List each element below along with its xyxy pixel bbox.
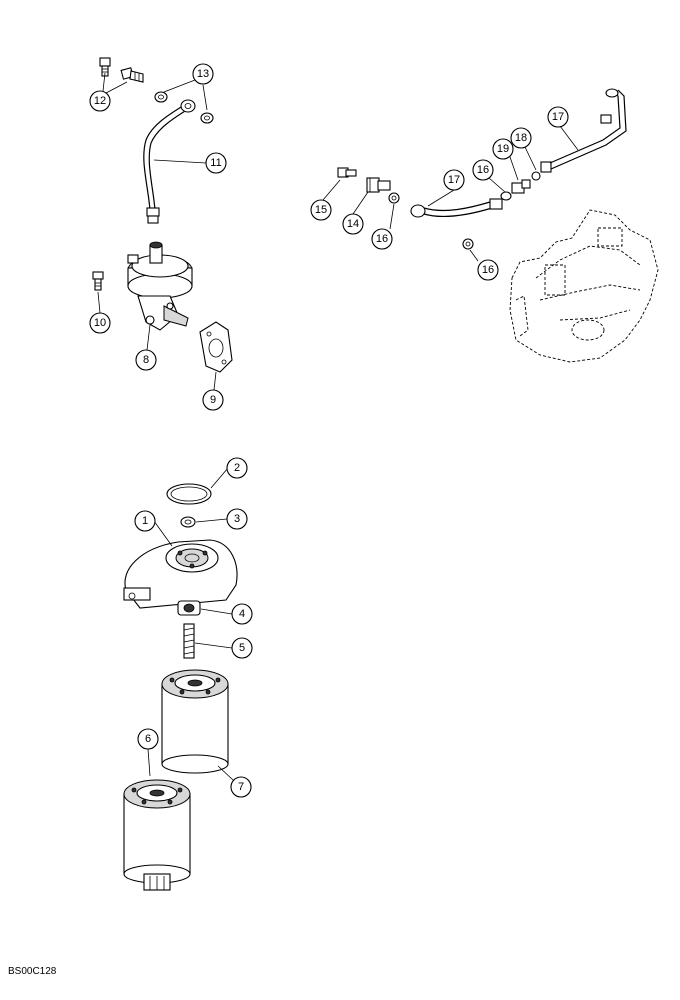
- svg-text:9: 9: [210, 394, 216, 406]
- callout-7: 7: [230, 776, 252, 798]
- svg-text:19: 19: [497, 143, 509, 155]
- filter-element-upper: [161, 669, 229, 774]
- callout-19: 19: [492, 138, 514, 160]
- svg-text:17: 17: [552, 111, 564, 123]
- svg-text:16: 16: [376, 233, 388, 245]
- callout-10: 10: [89, 312, 111, 334]
- banjo-bolt-large: [120, 67, 144, 83]
- filter-element-lower: [123, 779, 191, 891]
- fuel-line: [143, 99, 196, 224]
- injection-line-lower: [410, 198, 503, 218]
- svg-text:6: 6: [145, 733, 151, 745]
- fuel-transfer-pump: [127, 241, 193, 331]
- injection-line-upper: [540, 88, 627, 173]
- callout-15: 15: [310, 199, 332, 221]
- svg-text:4: 4: [239, 608, 245, 620]
- callout-16-a: 16: [371, 228, 393, 250]
- filter-head: [123, 539, 238, 609]
- svg-text:18: 18: [515, 132, 527, 144]
- svg-text:15: 15: [315, 204, 327, 216]
- o-ring: [166, 483, 212, 505]
- fitting-adapter: [366, 177, 391, 193]
- pump-gasket: [199, 321, 233, 373]
- svg-text:5: 5: [239, 642, 245, 654]
- callout-1: 1: [134, 510, 156, 532]
- callout-3: 3: [226, 508, 248, 530]
- svg-text:14: 14: [347, 218, 359, 230]
- svg-text:12: 12: [94, 95, 106, 107]
- svg-text:16: 16: [477, 164, 489, 176]
- bleed-screw: [337, 167, 357, 178]
- sealing-washers: [154, 91, 214, 124]
- callout-6: 6: [137, 728, 159, 750]
- svg-text:7: 7: [238, 781, 244, 793]
- svg-text:8: 8: [143, 354, 149, 366]
- callout-17-a: 17: [443, 169, 465, 191]
- svg-text:13: 13: [197, 68, 209, 80]
- callout-16-b: 16: [472, 159, 494, 181]
- injection-pump-outline: [509, 209, 659, 363]
- callout-17-b: 17: [547, 106, 569, 128]
- seal-ring: [180, 516, 196, 528]
- svg-text:10: 10: [94, 317, 106, 329]
- svg-text:2: 2: [234, 462, 240, 474]
- union-fittings: [511, 171, 541, 194]
- pump-bolt: [92, 271, 104, 291]
- callout-8: 8: [135, 349, 157, 371]
- svg-text:16: 16: [482, 264, 494, 276]
- callout-4: 4: [231, 603, 253, 625]
- callout-16-c: 16: [477, 259, 499, 281]
- callout-13: 13: [192, 63, 214, 85]
- callout-18: 18: [510, 127, 532, 149]
- callout-11: 11: [205, 152, 227, 174]
- callout-14: 14: [342, 213, 364, 235]
- threaded-stud: [183, 623, 195, 659]
- svg-text:17: 17: [448, 174, 460, 186]
- washers-16: [388, 191, 512, 250]
- svg-text:1: 1: [142, 515, 148, 527]
- callout-2: 2: [226, 457, 248, 479]
- callout-12: 12: [89, 90, 111, 112]
- callout-5: 5: [231, 637, 253, 659]
- svg-text:11: 11: [210, 157, 221, 169]
- nut: [177, 600, 201, 616]
- callout-9: 9: [202, 389, 224, 411]
- leader-lines: [97, 72, 579, 781]
- figure-id-label: BS00C128: [8, 966, 57, 977]
- svg-text:3: 3: [234, 513, 240, 525]
